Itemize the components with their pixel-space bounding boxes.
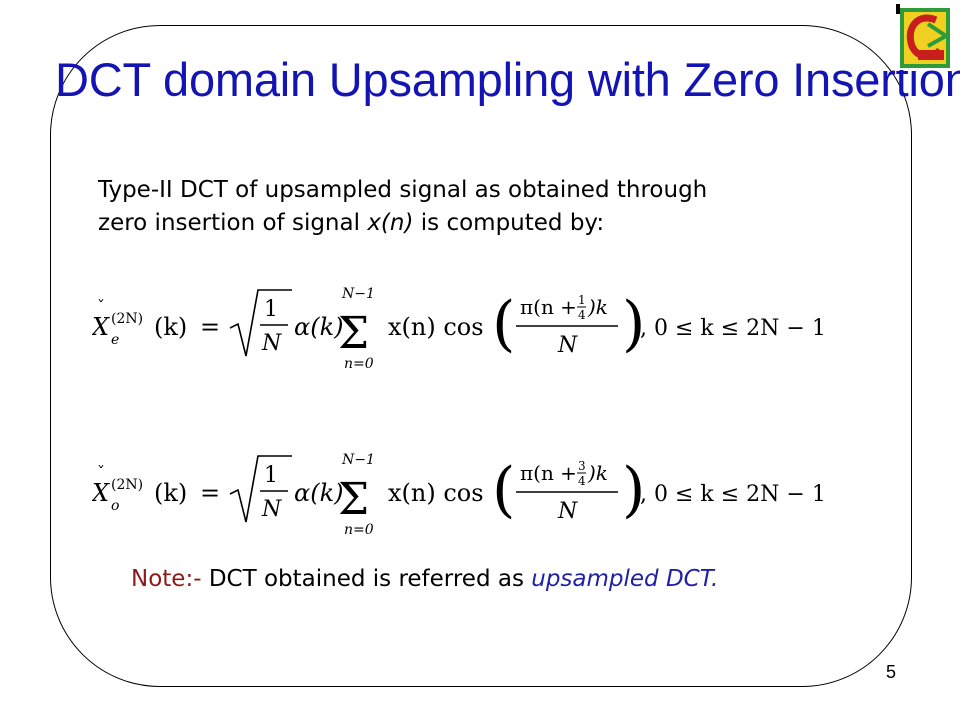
eq-cos-num-frac-num: 3 [578,459,586,473]
eq-symbol: X [92,479,110,507]
eq-range: , 0 ≤ k ≤ 2N − 1 [640,316,826,341]
eq-alpha: α(k) [294,313,343,341]
eq-alpha: α(k) [294,479,343,507]
eq-argument: (k) [154,313,187,341]
eq-frac-denominator: N [261,331,282,356]
eq-check-mark: ˇ [97,297,105,316]
eq-sum-upper: N−1 [341,286,375,302]
sqrt-sign [229,455,292,523]
eq-equals: = [200,479,220,507]
eq-sum-lower: n=0 [344,522,374,538]
eq-cos-num-pre: π(n + [520,295,577,319]
slide-title: DCT domain Upsampling with Zero Insertio… [55,53,960,106]
signal-variable: x(n) [367,210,414,236]
eq-frac-numerator: 1 [264,463,278,488]
eq-cos-num-frac-den: 4 [578,474,586,488]
intro-line-2: zero insertion of signal x(n) is compute… [98,207,838,240]
equation-even: X ˇ (2N) e (k) = 1 N α(k) N−1 Σ n=0 x(n)… [92,286,826,372]
slide-rounded-frame [50,25,912,687]
eq-cos-num-post: )k [587,295,608,319]
eq-left-paren: ( [492,289,515,359]
lab-logo-icon [896,2,954,70]
equation-odd: X ˇ (2N) o (k) = 1 N α(k) N−1 Σ n=0 x(n)… [92,452,826,538]
eq-superscript: (2N) [111,477,143,493]
eq-check-mark: ˇ [97,463,105,482]
eq-symbol: X [92,313,110,341]
note-body: DCT obtained is referred as [208,566,532,592]
note-lead: Note:- [131,566,209,592]
eq-cos-num-frac-den: 4 [578,308,586,322]
eq-subscript: e [111,332,119,348]
eq-sum-upper: N−1 [341,452,375,468]
eq-term: x(n) cos [388,479,484,507]
eq-cos-den: N [557,499,578,524]
eq-term: x(n) cos [388,313,484,341]
eq-cos-num-post: )k [587,461,608,485]
intro-line-1: Type-II DCT of upsampled signal as obtai… [98,177,708,203]
eq-sigma: Σ [338,474,369,525]
eq-superscript: (2N) [111,311,143,327]
eq-range: , 0 ≤ k ≤ 2N − 1 [640,482,826,507]
eq-frac-numerator: 1 [264,297,278,322]
eq-cos-num-pre: π(n + [520,461,577,485]
note-emphasis: upsampled DCT. [531,566,719,592]
note-text: Note:- DCT obtained is referred as upsam… [131,566,718,592]
eq-cos-den: N [557,333,578,358]
eq-argument: (k) [154,479,187,507]
eq-left-paren: ( [492,455,515,525]
eq-subscript: o [111,498,119,514]
intro-line-2-prefix: zero insertion of signal [98,210,368,236]
page-number: 5 [886,662,897,682]
eq-right-paren: ) [622,289,645,359]
eq-frac-denominator: N [261,497,282,522]
eq-sigma: Σ [338,308,369,359]
eq-cos-num-frac-num: 1 [578,293,586,307]
intro-text: Type-II DCT of upsampled signal as obtai… [98,174,838,240]
eq-sum-lower: n=0 [344,356,374,372]
intro-line-2-suffix: is computed by: [413,210,605,236]
eq-right-paren: ) [622,455,645,525]
sqrt-sign [229,289,292,357]
eq-equals: = [200,313,220,341]
